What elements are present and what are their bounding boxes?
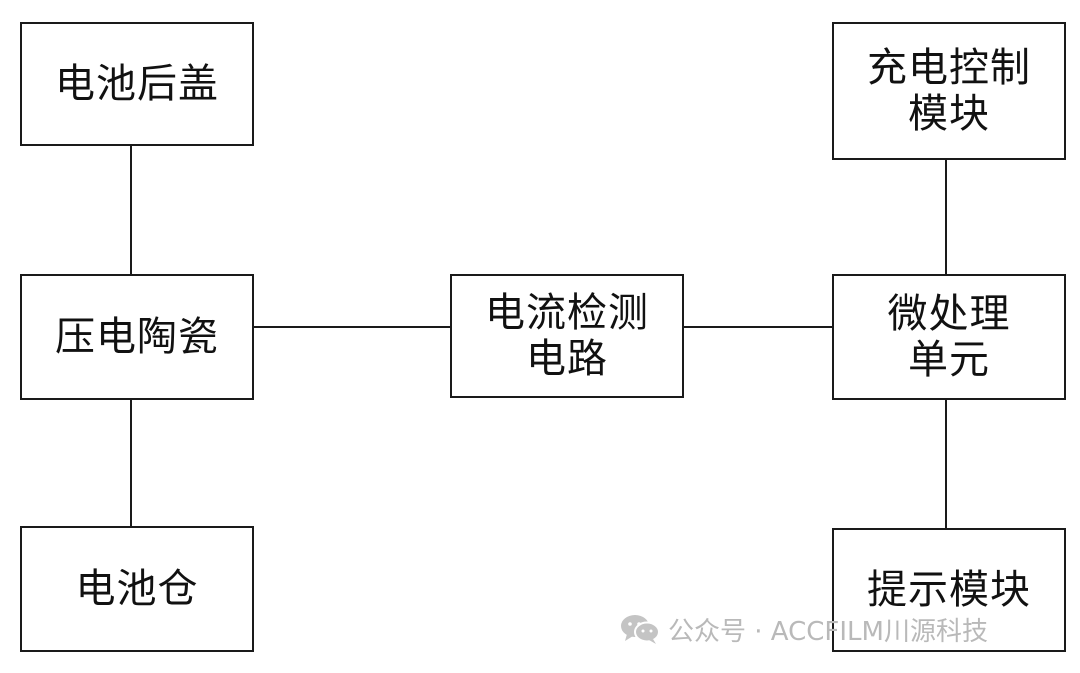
- watermark-text: 公众号 · ACCFILM川源科技: [668, 616, 988, 647]
- node-label: 电池仓: [75, 566, 199, 612]
- connector-cover-to-piezo: [130, 144, 132, 274]
- node-label: 微处理 单元: [887, 291, 1011, 383]
- node-microprocessor: 微处理 单元: [832, 274, 1066, 400]
- connector-piezo-to-current: [254, 326, 450, 328]
- wechat-icon: [621, 615, 660, 644]
- connector-current-to-micro: [684, 326, 832, 328]
- node-battery-compartment: 电池仓: [20, 526, 254, 652]
- node-piezo-ceramic: 压电陶瓷: [20, 274, 254, 400]
- connector-charge-to-micro: [945, 158, 947, 276]
- node-current-detection: 电流检测 电路: [450, 274, 684, 398]
- watermark: 公众号 · ACCFILM川源科技: [620, 612, 988, 647]
- node-prompt-module: 提示模块: [832, 528, 1066, 652]
- node-label: 提示模块: [867, 567, 1031, 613]
- connector-micro-to-prompt: [945, 398, 947, 528]
- node-label: 充电控制 模块: [867, 45, 1031, 137]
- node-label: 电流检测 电路: [485, 290, 649, 382]
- node-label: 电池后盖: [55, 61, 219, 107]
- node-charge-control: 充电控制 模块: [832, 22, 1066, 160]
- connector-piezo-to-compartment: [130, 398, 132, 526]
- node-label: 压电陶瓷: [55, 314, 219, 360]
- node-battery-back-cover: 电池后盖: [20, 22, 254, 146]
